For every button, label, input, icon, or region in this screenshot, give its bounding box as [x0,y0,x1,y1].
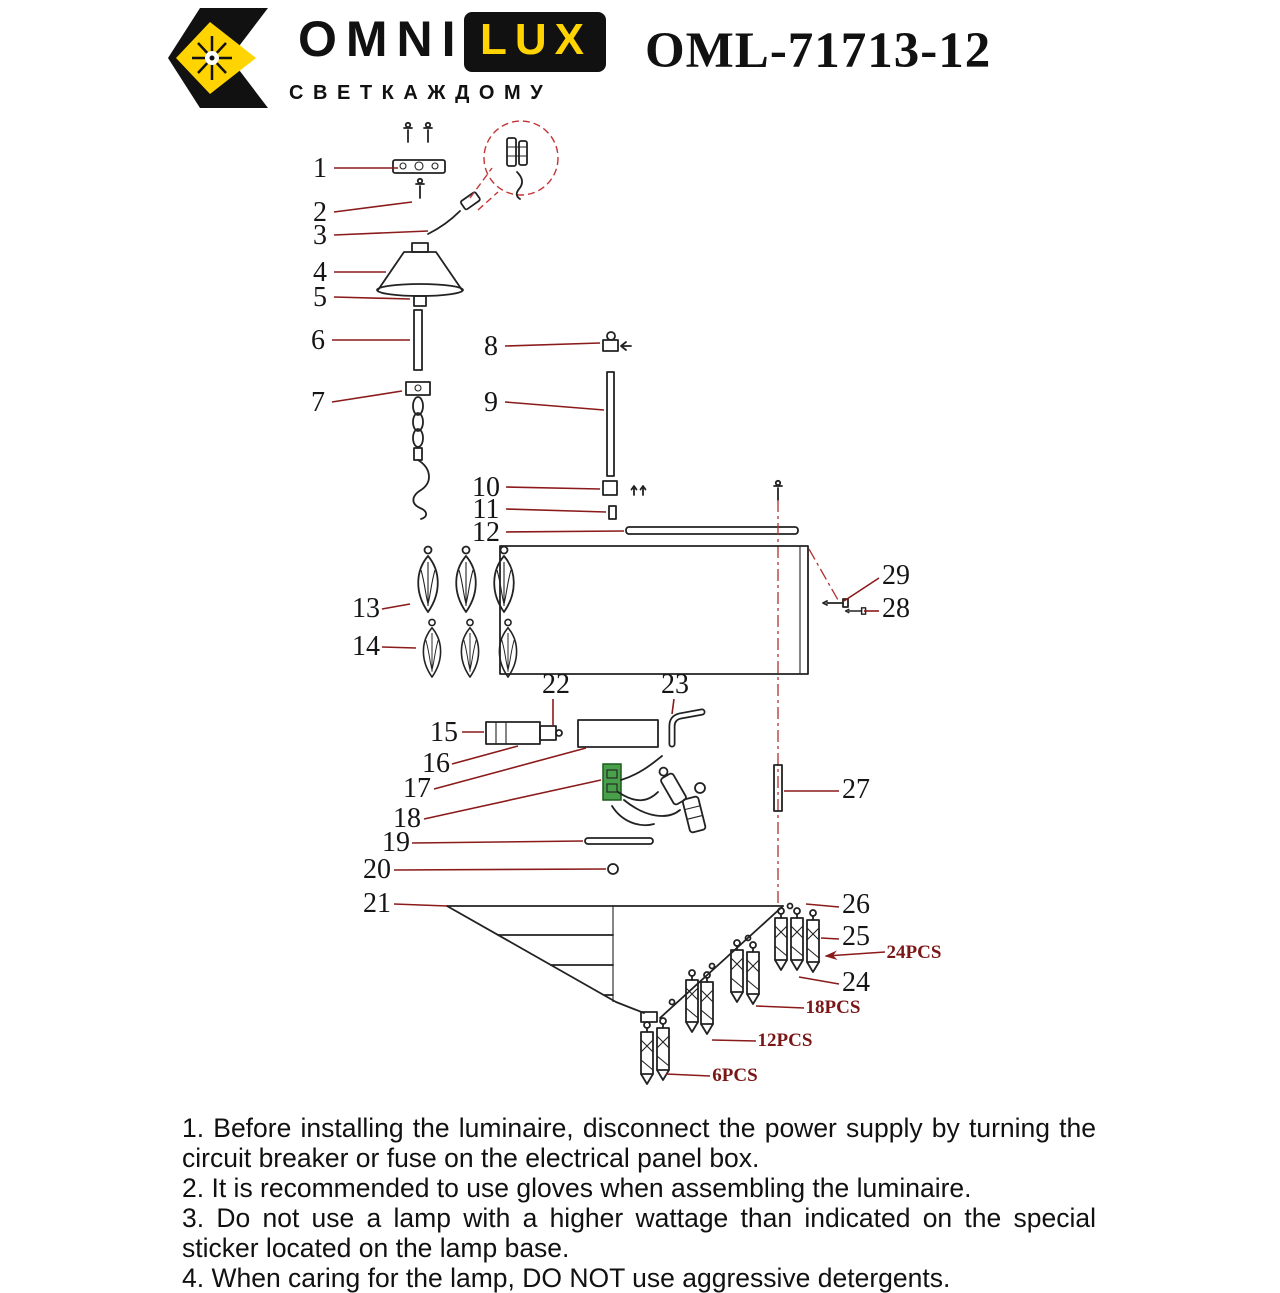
brand-name-omni: OMNI [298,11,465,67]
part-label-26: 26 [842,889,870,920]
part-label-8: 8 [484,331,498,362]
cone-frame-group [446,902,794,1023]
brand-logo-icon [168,8,268,108]
instruction-2: 2. It is recommended to use gloves when … [182,1173,972,1203]
part-label-4: 4 [313,257,327,288]
pendant-crystals-group [640,764,820,1085]
part-label-9: 9 [484,387,498,418]
part-label-1: 1 [313,153,327,184]
part-label-17: 17 [403,773,431,804]
axis-rod-27 [773,764,783,812]
part-label-3: 3 [313,220,327,251]
part-label-27: 27 [842,774,870,805]
screw-28 [844,607,867,615]
part-label-21: 21 [363,888,391,919]
part-label-28: 28 [882,593,910,624]
assembly-diagram: 1 2 3 4 5 6 7 8 9 10 11 12 13 14 15 16 1… [311,120,941,1086]
part-label-22: 22 [542,669,570,700]
instruction-3: 3. Do not use a lamp with a higher watta… [182,1203,1096,1263]
stem-parts-group [602,331,799,535]
part-label-23: 23 [661,669,689,700]
part-label-14: 14 [352,631,380,662]
ceiling-mount-group [376,120,559,520]
pcs-label-18: 18PCS [806,997,861,1018]
part-label-12: 12 [472,517,500,548]
instructions-block: 1. Before installing the luminaire, disc… [182,1113,1096,1293]
terminal-block [602,763,622,801]
instruction-1: 1. Before installing the luminaire, disc… [182,1113,1096,1173]
part-label-18: 18 [393,803,421,834]
pcs-label-6: 6PCS [712,1065,757,1086]
part-label-16: 16 [422,748,450,779]
part-label-15: 15 [430,717,458,748]
brand-tagline: С В Е Т К А Ж Д О М У [289,82,545,104]
part-label-24: 24 [842,967,870,998]
part-label-11: 11 [473,494,500,525]
model-number-title: OML-71713-12 [645,23,992,79]
pcs-labels: 24PCS 18PCS 12PCS 6PCS [712,942,941,1086]
part-label-7: 7 [311,387,325,418]
instruction-4: 4. When caring for the lamp, DO NOT use … [182,1263,951,1293]
crystal-row-14 [422,618,518,678]
pcs-label-24: 24PCS [887,942,942,963]
part-label-20: 20 [363,854,391,885]
frame-panel-group [499,479,867,903]
part-label-2: 2 [313,197,327,228]
leader-lines [331,167,886,1077]
part-number-labels: 1 2 3 4 5 6 7 8 9 10 11 12 13 14 15 16 1… [311,153,910,998]
part-label-19: 19 [382,827,410,858]
pcs-label-12: 12PCS [758,1030,813,1051]
part-label-13: 13 [352,593,380,624]
header: OMNI LUX С В Е Т К А Ж Д О М У OML-71713… [0,0,1280,112]
brand-name-lux: LUX [464,12,606,72]
part-label-5: 5 [313,282,327,313]
part-label-10: 10 [472,472,500,503]
socket-wiring-group [485,708,707,875]
part-label-25: 25 [842,921,870,952]
part-label-6: 6 [311,325,325,356]
part-label-29: 29 [882,560,910,591]
